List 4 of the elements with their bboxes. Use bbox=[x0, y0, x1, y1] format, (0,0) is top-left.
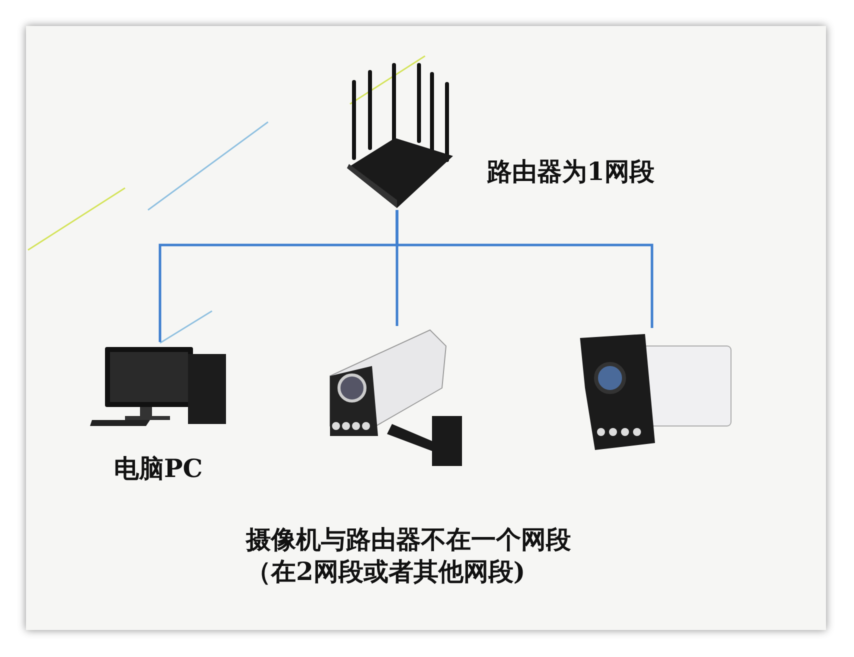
note-text: 摄像机与路由器不在一个网段（在2网段或者其他网段) bbox=[246, 524, 572, 588]
device-label: 路由器为1网段 bbox=[487, 156, 654, 188]
connection-line bbox=[396, 210, 654, 328]
device-label: 电脑PC bbox=[114, 453, 203, 485]
